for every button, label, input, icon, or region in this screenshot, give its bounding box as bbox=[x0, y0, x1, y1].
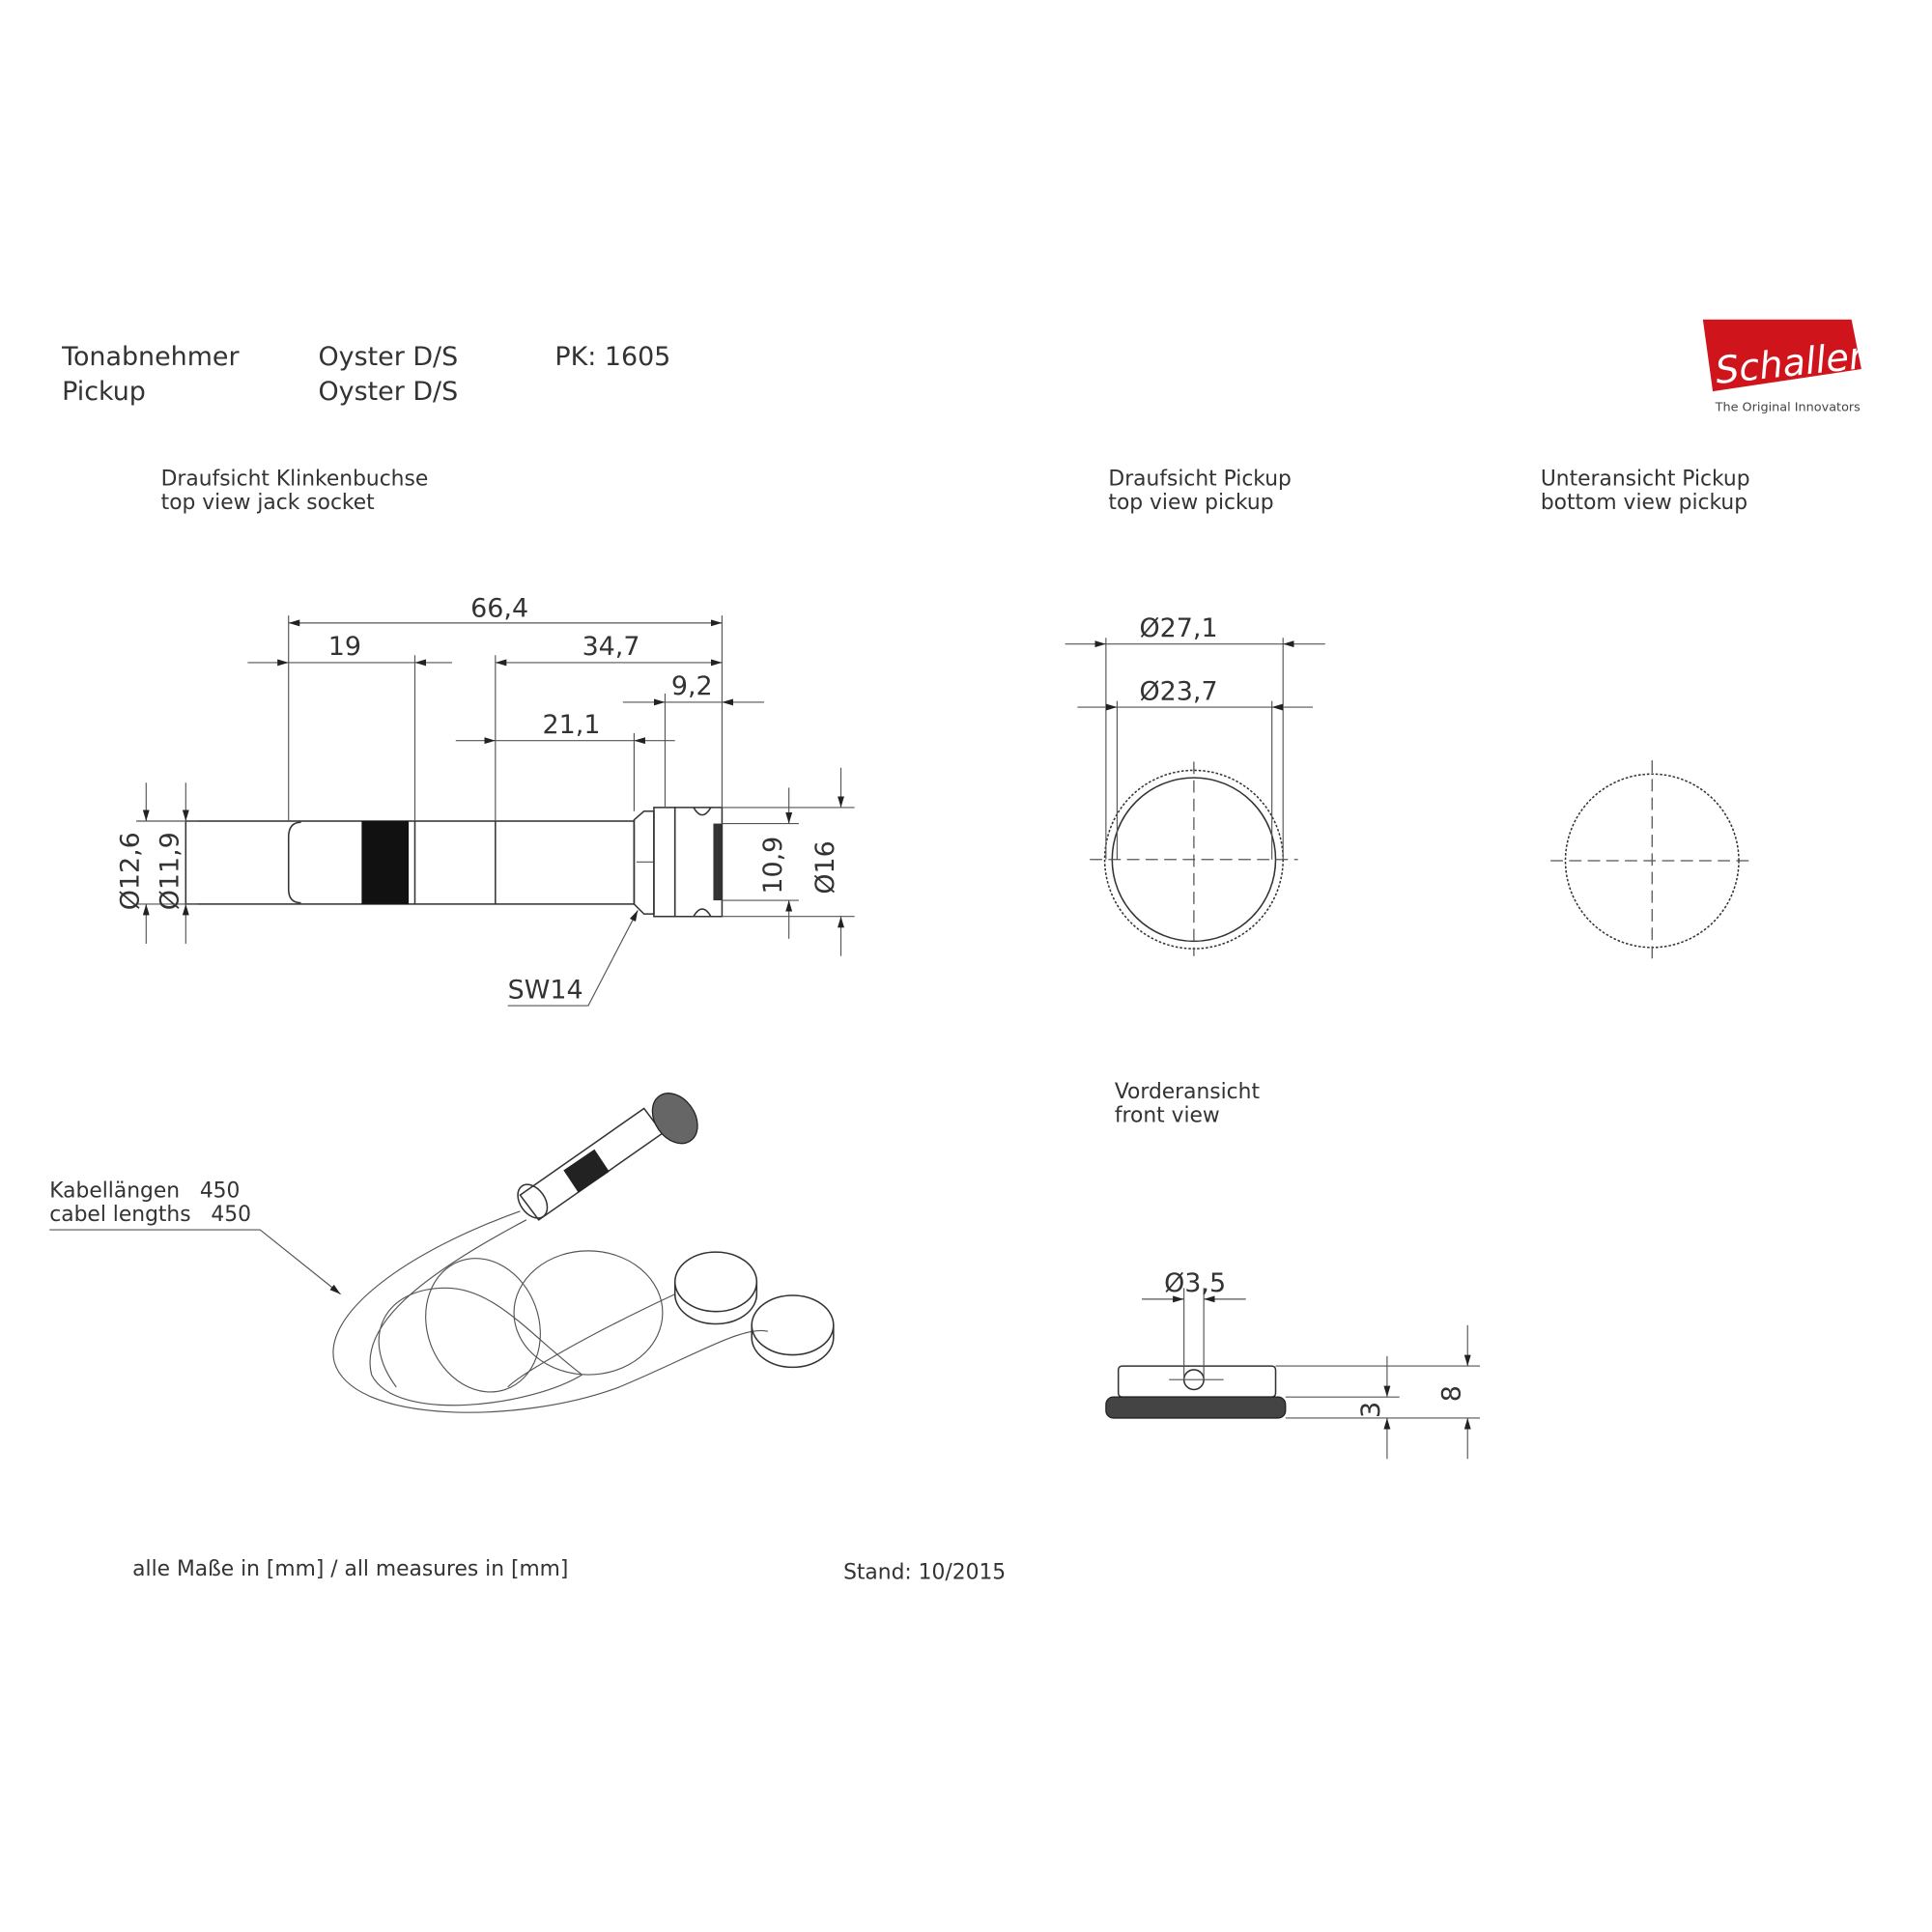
pickup-front-view: Ø3,5 3 8 bbox=[1105, 1268, 1481, 1460]
type-en: Pickup bbox=[62, 377, 146, 407]
dim-21-1: 21,1 bbox=[543, 710, 601, 740]
front-view-en: front view bbox=[1115, 1104, 1220, 1128]
dim-10-9: 10,9 bbox=[758, 837, 788, 895]
bottom-view-de: Unteransicht Pickup bbox=[1541, 468, 1750, 492]
pickup-top-view: Ø27,1 Ø23,7 bbox=[1065, 613, 1325, 956]
schaller-logo: Schaller The Original Innovators bbox=[1702, 319, 1868, 415]
product-illustration: Kabellängen 450 cabel lengths 450 bbox=[49, 1093, 835, 1413]
dim-inner-diameter: Ø23,7 bbox=[1139, 676, 1217, 706]
bottom-view-en: bottom view pickup bbox=[1541, 491, 1747, 515]
cable-length-en: cabel lengths 450 bbox=[49, 1203, 251, 1227]
pk-number: PK: 1605 bbox=[554, 342, 670, 372]
dim-34-7: 34,7 bbox=[582, 632, 640, 662]
revision-date: Stand: 10/2015 bbox=[843, 1561, 1006, 1585]
type-de: Tonabnehmer bbox=[61, 342, 240, 372]
dim-9-2: 9,2 bbox=[671, 671, 713, 701]
model-de: Oyster D/S bbox=[318, 342, 458, 372]
dim-19: 19 bbox=[328, 632, 361, 662]
dim-height-8: 8 bbox=[1437, 1385, 1467, 1402]
pickup-bottom-view bbox=[1550, 760, 1754, 961]
model-en: Oyster D/S bbox=[318, 377, 458, 407]
title-block: Tonabnehmer Pickup Oyster D/S Oyster D/S… bbox=[61, 342, 670, 407]
dim-total: 66,4 bbox=[470, 593, 528, 623]
logo-tagline: The Original Innovators bbox=[1715, 401, 1861, 415]
dim-dia-11-9: Ø11,9 bbox=[156, 832, 185, 910]
jack-view-de: Draufsicht Klinkenbuchse bbox=[161, 468, 429, 492]
front-view-de: Vorderansicht bbox=[1115, 1080, 1261, 1104]
jack-socket-drawing: 66,4 19 34,7 9,2 21,1 Ø12,6 Ø11,9 10,9 Ø… bbox=[116, 593, 855, 1007]
jack-view-en: top view jack socket bbox=[161, 491, 375, 515]
dim-hole-diameter: Ø3,5 bbox=[1164, 1268, 1226, 1298]
dim-outer-diameter: Ø27,1 bbox=[1139, 613, 1217, 643]
cable-length-de: Kabellängen 450 bbox=[49, 1179, 240, 1204]
dim-height-3: 3 bbox=[1356, 1402, 1386, 1418]
units-note: alle Maße in [mm] / all measures in [mm] bbox=[132, 1557, 568, 1581]
dim-dia-12-6: Ø12,6 bbox=[116, 832, 146, 910]
dim-dia-16: Ø16 bbox=[810, 840, 840, 894]
top-view-de: Draufsicht Pickup bbox=[1108, 468, 1291, 492]
view-labels: Draufsicht Klinkenbuchse top view jack s… bbox=[161, 468, 1750, 1128]
wrench-size: SW14 bbox=[508, 975, 583, 1005]
top-view-en: top view pickup bbox=[1108, 491, 1273, 515]
